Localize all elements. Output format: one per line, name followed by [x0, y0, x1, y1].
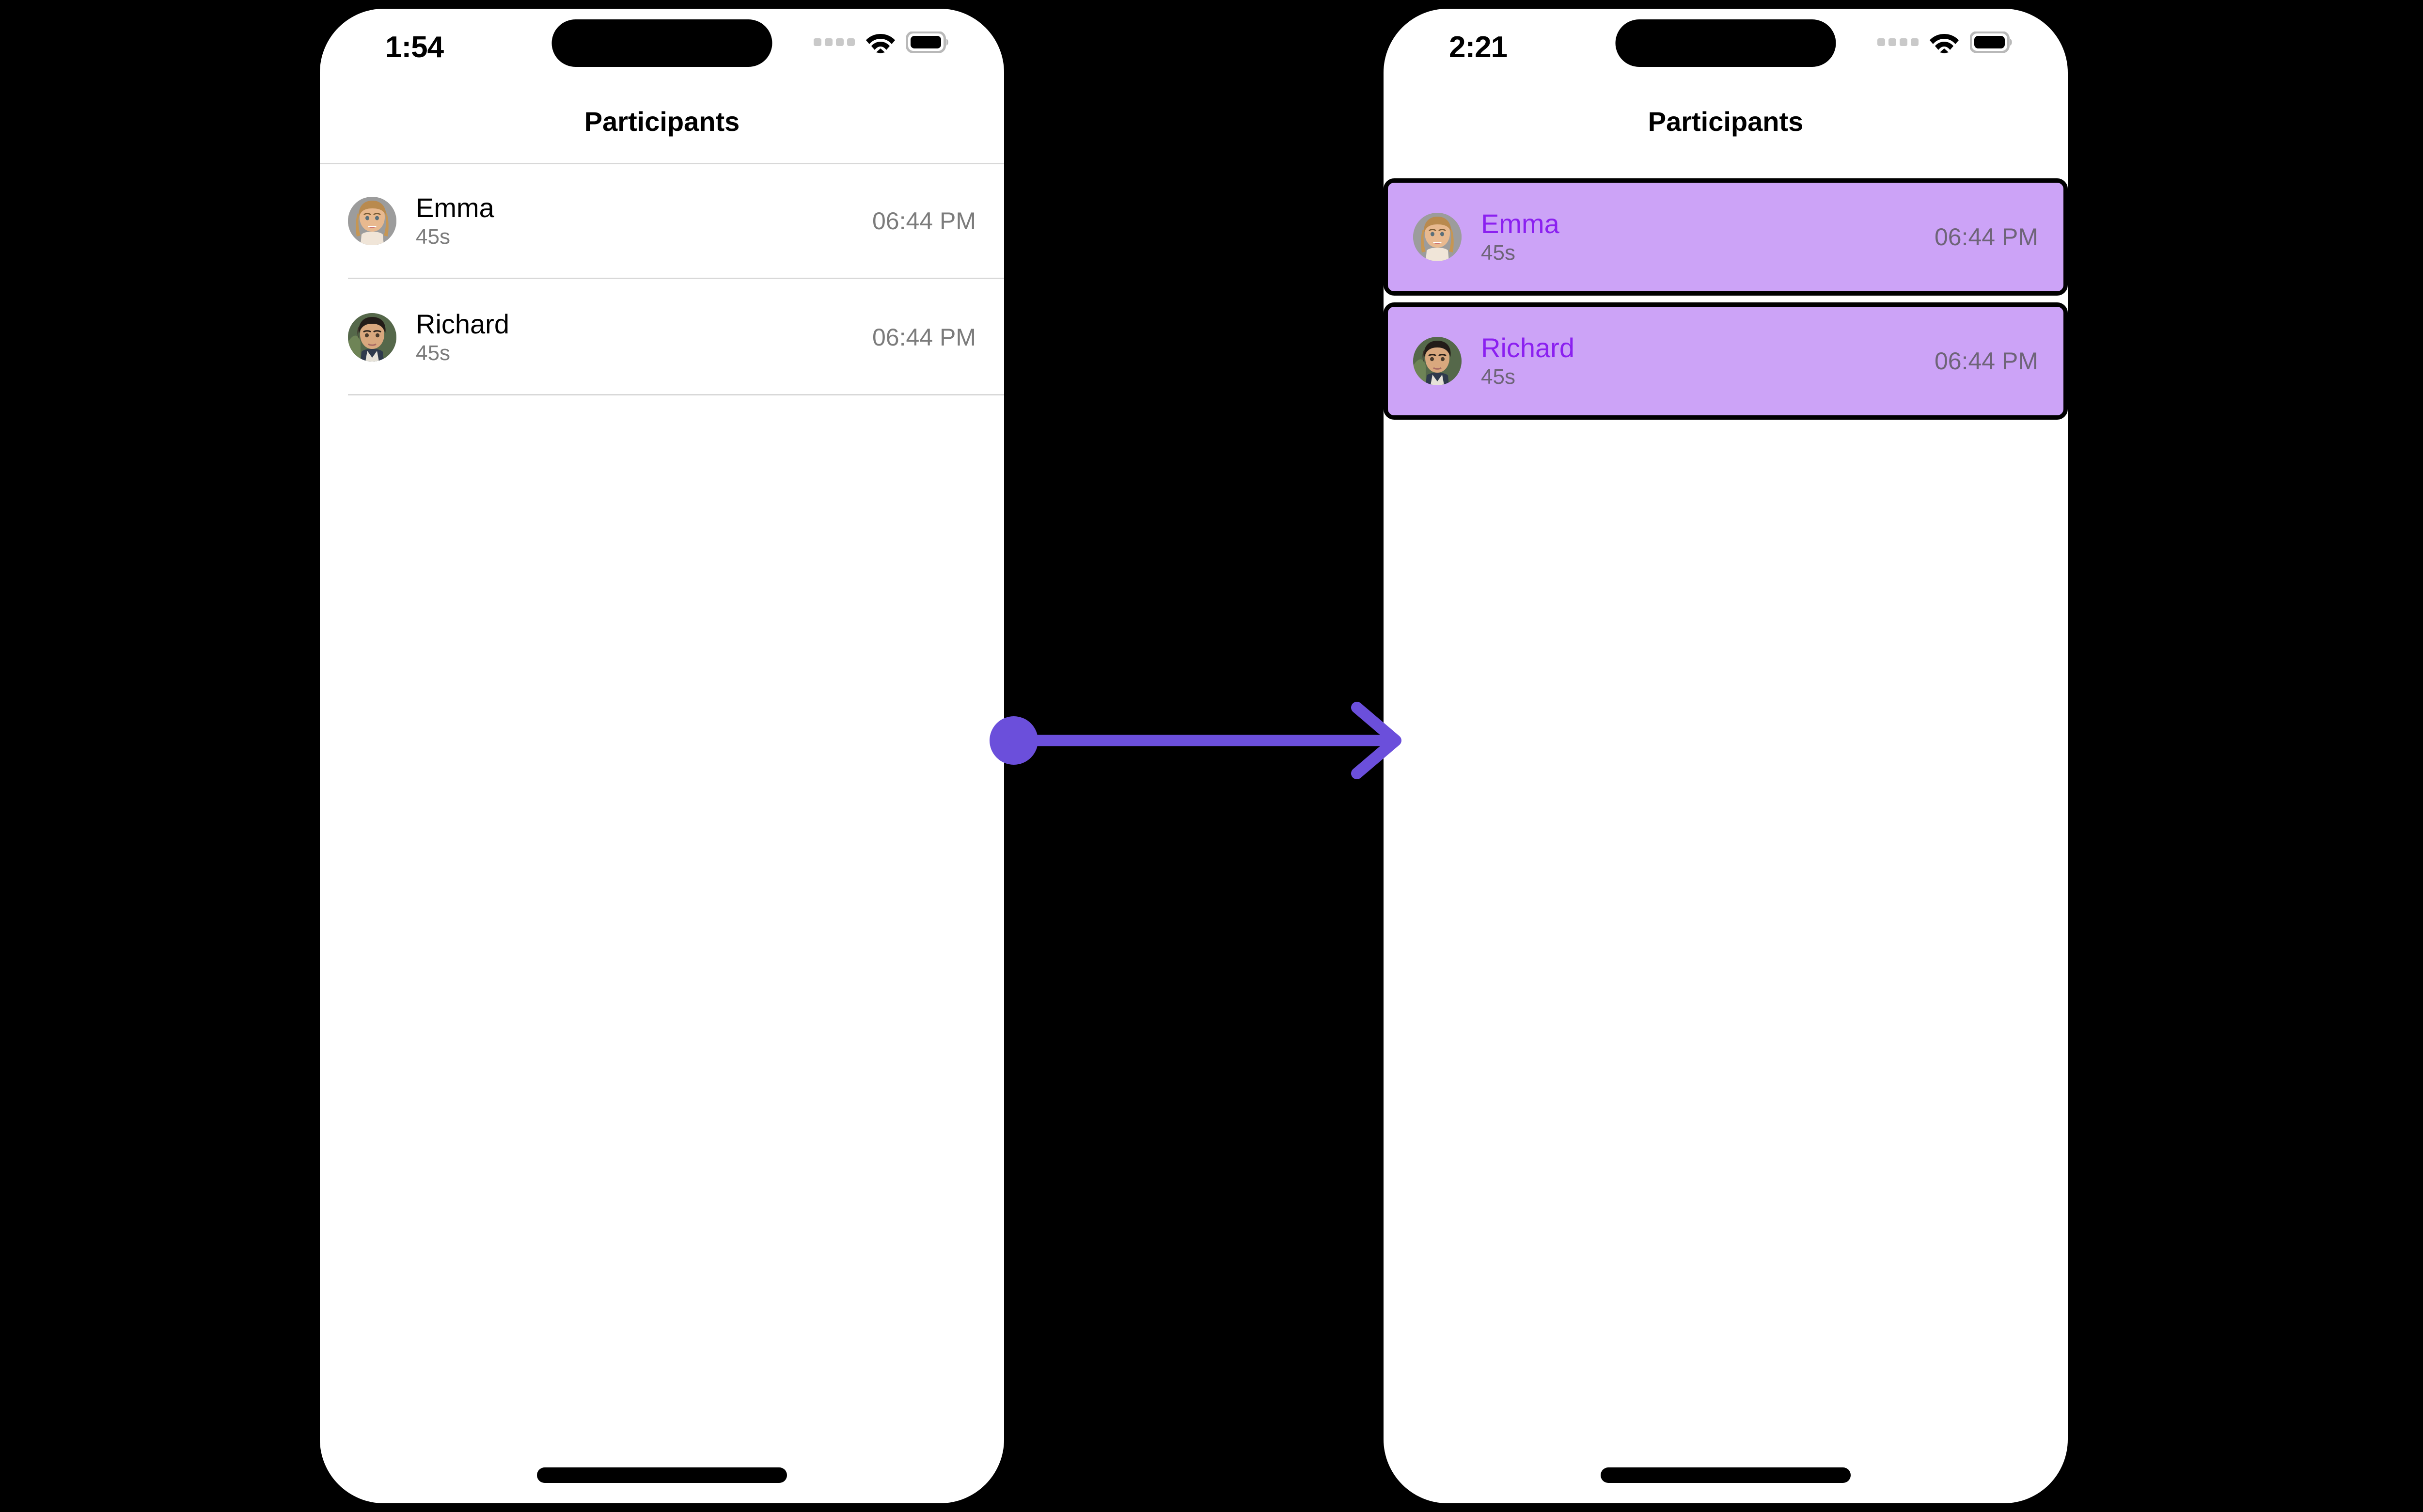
participants-list: Emma 45s 06:44 PM	[1384, 173, 2068, 425]
status-bar-clock: 2:21	[1449, 31, 1508, 64]
transition-arrow	[989, 697, 1405, 784]
page-title: Participants	[584, 106, 740, 137]
avatar-richard	[348, 313, 396, 362]
phone-screen-before: 1:54	[320, 9, 1004, 1503]
avatar-emma	[348, 197, 396, 245]
participant-duration: 45s	[416, 341, 450, 365]
participant-time: 06:44 PM	[1934, 347, 2038, 375]
page-title: Participants	[1648, 106, 1804, 137]
participant-name: Richard	[416, 309, 509, 339]
status-bar-indicators	[814, 31, 950, 53]
row-text: Richard 45s	[416, 310, 872, 365]
participant-time: 06:44 PM	[872, 207, 976, 235]
signal-dots-icon	[1877, 38, 1919, 46]
dynamic-island	[551, 19, 772, 67]
status-bar-indicators	[1877, 31, 2014, 53]
row-separator	[320, 163, 1004, 164]
avatar-emma	[1413, 213, 1462, 261]
wifi-icon	[1929, 31, 1959, 53]
participants-list: Emma 45s 06:44 PM	[320, 163, 1004, 395]
highlight-wrapper: Richard 45s 06:44 PM	[1384, 298, 2068, 425]
battery-icon	[1970, 32, 2014, 53]
participant-time: 06:44 PM	[1934, 223, 2038, 251]
table-row-selected[interactable]: Emma 45s 06:44 PM	[1384, 178, 2068, 296]
participant-duration: 45s	[1481, 365, 1515, 389]
row-text: Emma 45s	[416, 193, 872, 249]
status-bar-clock: 1:54	[385, 31, 444, 64]
phone-screen-after: 2:21	[1384, 9, 2068, 1503]
participant-time: 06:44 PM	[872, 324, 976, 351]
status-bar: 2:21	[1384, 9, 2068, 86]
battery-icon	[906, 32, 950, 53]
avatar-richard	[1413, 337, 1462, 385]
participant-duration: 45s	[416, 225, 450, 249]
participant-name: Richard	[1481, 332, 1574, 363]
dynamic-island	[1615, 19, 1836, 67]
home-indicator[interactable]	[537, 1467, 787, 1483]
wifi-icon	[865, 31, 896, 53]
table-row[interactable]: Emma 45s 06:44 PM	[320, 163, 1004, 279]
participant-duration: 45s	[1481, 241, 1515, 265]
row-text: Richard 45s	[1481, 333, 1935, 389]
status-bar: 1:54	[320, 9, 1004, 86]
home-indicator[interactable]	[1601, 1467, 1851, 1483]
highlight-wrapper: Emma 45s 06:44 PM	[1384, 173, 2068, 300]
row-separator	[348, 394, 1004, 395]
signal-dots-icon	[814, 38, 855, 46]
table-row[interactable]: Richard 45s 06:44 PM	[320, 279, 1004, 395]
row-separator	[348, 278, 1004, 279]
participant-name: Emma	[1481, 208, 1559, 239]
row-text: Emma 45s	[1481, 209, 1935, 265]
table-row-selected[interactable]: Richard 45s 06:44 PM	[1384, 302, 2068, 420]
participant-name: Emma	[416, 192, 494, 223]
